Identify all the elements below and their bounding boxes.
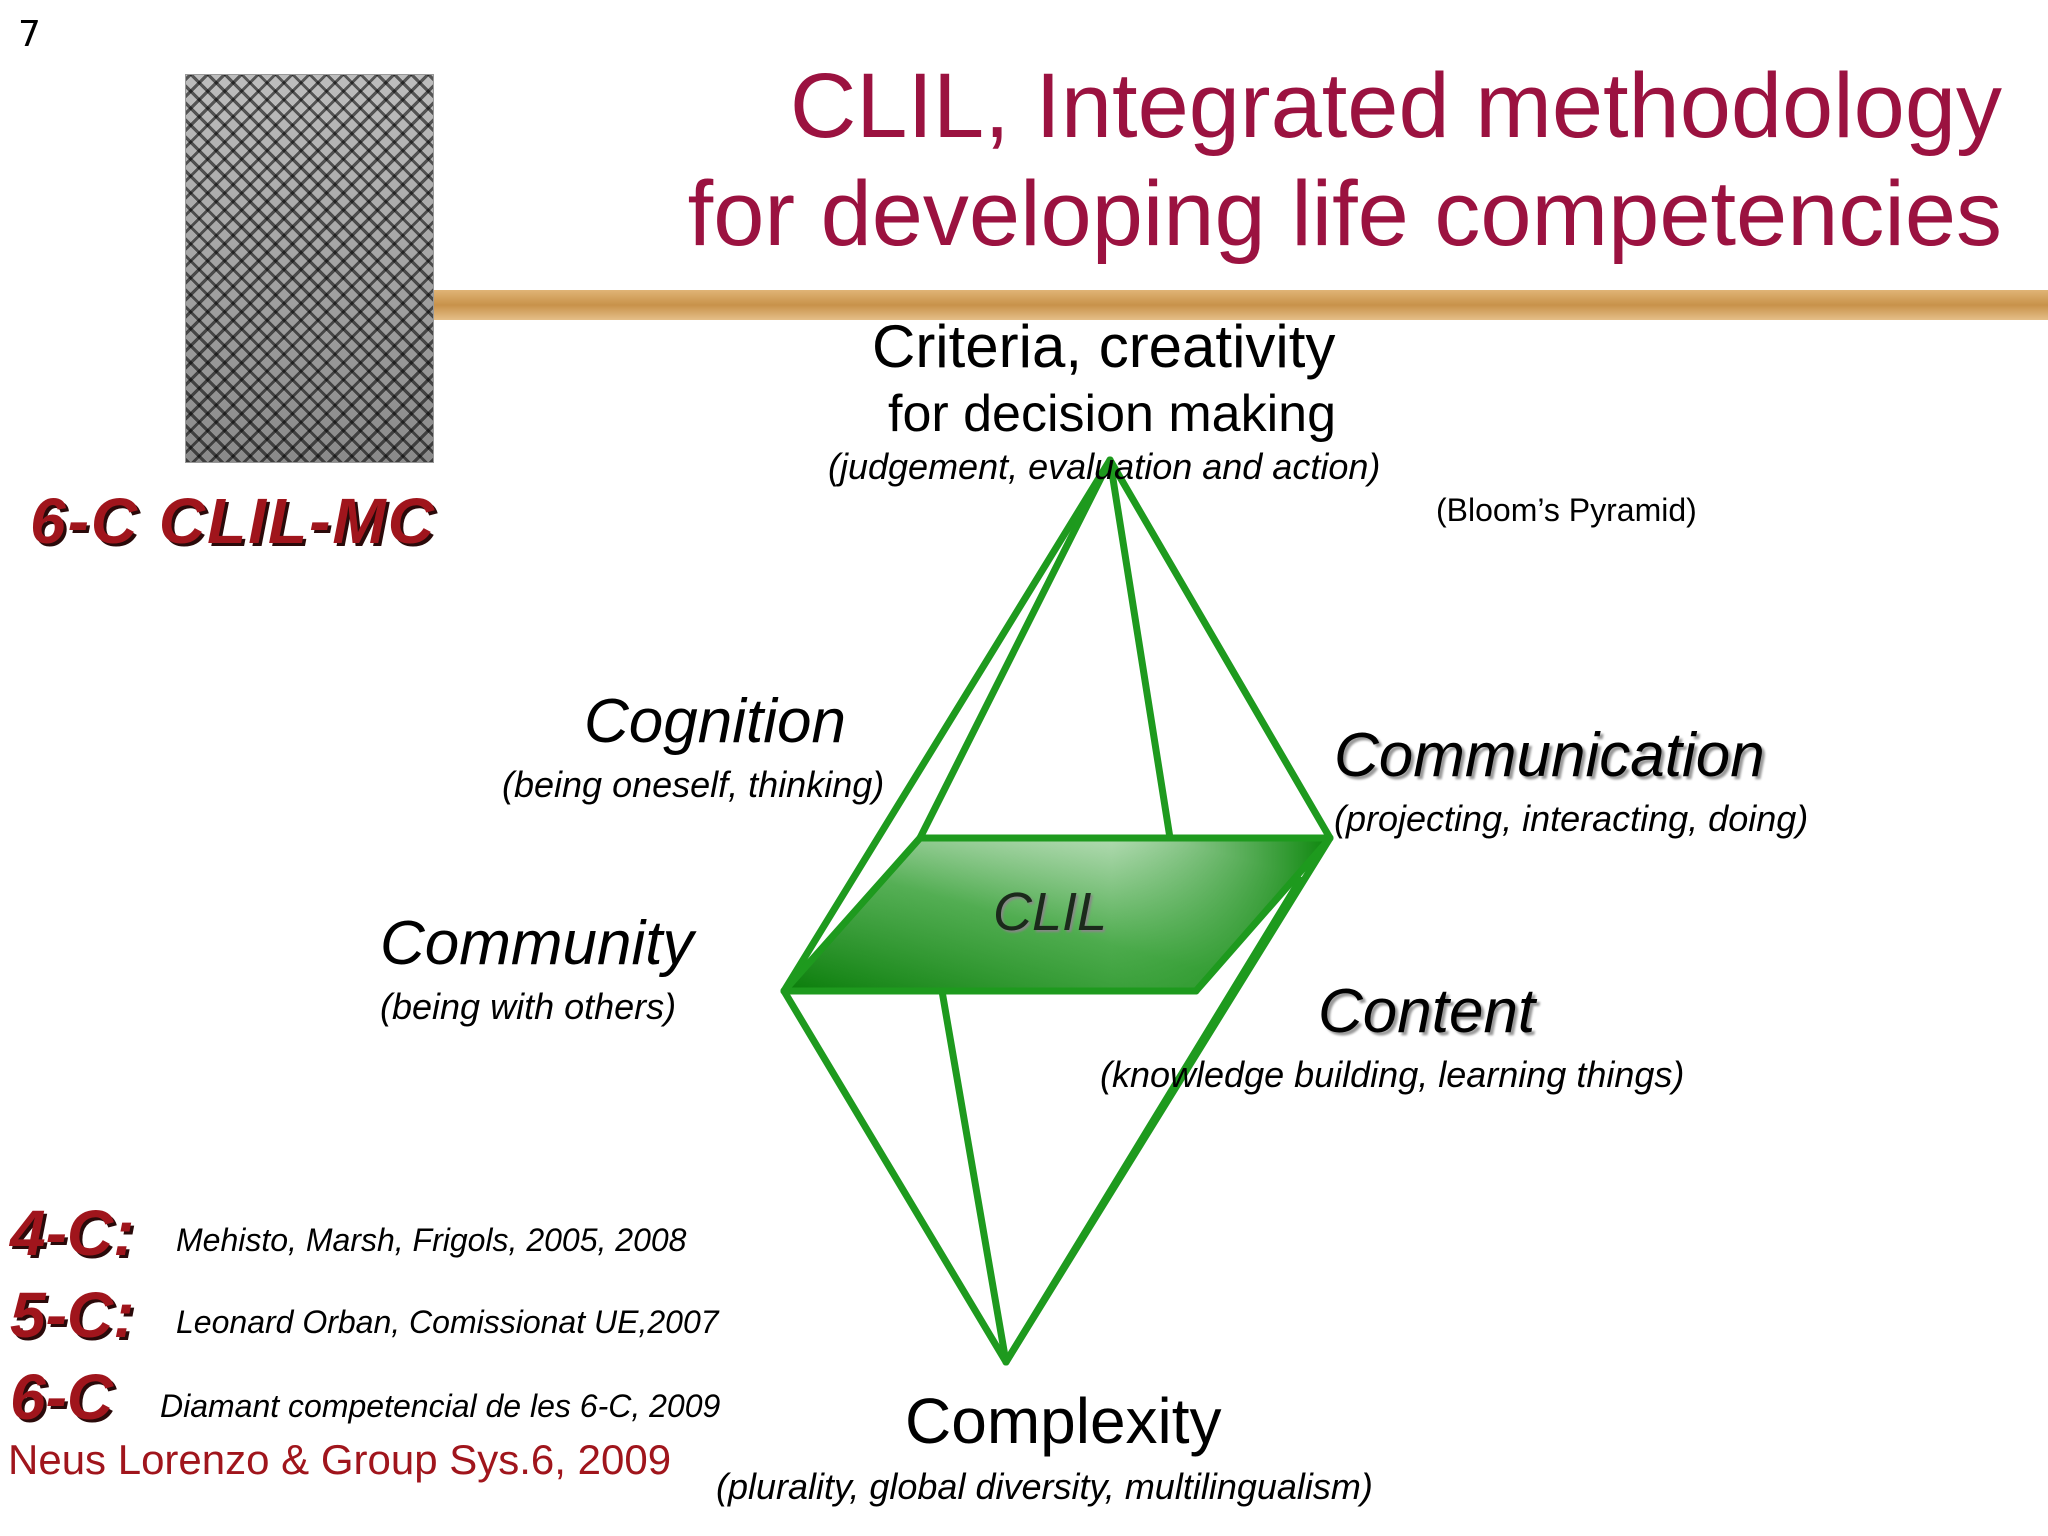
- edge-plane-right-bottom: [1002, 876, 1304, 1366]
- content-detail: (knowledge building, learning things): [1100, 1054, 1685, 1095]
- slide-title: CLIL, Integrated methodology for develop…: [688, 52, 2002, 268]
- edge-community-bottom: [780, 987, 1010, 1366]
- top-label-detail: (judgement, evaluation and action): [828, 446, 1381, 487]
- edge-apex-community: [780, 456, 1114, 995]
- top-label-line2: for decision making: [888, 385, 1336, 443]
- complexity-label: Complexity: [905, 1385, 1222, 1457]
- edge-apex-cognition: [916, 456, 1114, 842]
- decorative-wood-band: [430, 290, 2048, 320]
- author-credit: Neus Lorenzo & Group Sys.6, 2009: [8, 1436, 672, 1483]
- reference-text-5c: Leonard Orban, Comissionat UE,2007: [176, 1304, 719, 1340]
- blooms-pyramid-note: (Bloom’s Pyramid): [1436, 492, 1697, 528]
- clil-center-label: CLIL: [993, 882, 1107, 942]
- reference-text-6c: Diamant competencial de les 6-C, 2009: [160, 1388, 721, 1424]
- reference-tag-4c: 4-C:: [10, 1197, 135, 1269]
- edge-content-bottom: [938, 987, 1010, 1366]
- slide-number: 7: [18, 14, 41, 55]
- edge-apex-communication: [1106, 456, 1334, 842]
- complexity-detail: (plurality, global diversity, multilingu…: [716, 1466, 1373, 1507]
- child-climbing-fence-photo: [185, 74, 434, 463]
- top-label-line1: Criteria, creativity: [872, 313, 1336, 380]
- content-label: Content: [1318, 977, 1536, 1046]
- community-label: Community: [380, 909, 694, 978]
- clil-plane-shade: [784, 838, 1330, 991]
- title-line-1: CLIL, Integrated methodology: [789, 55, 2002, 157]
- reference-text-4c: Mehisto, Marsh, Frigols, 2005, 2008: [176, 1222, 687, 1258]
- cognition-label: Cognition: [584, 687, 846, 756]
- edge-plane-right: [1192, 834, 1334, 995]
- edge-plane-left: [780, 834, 924, 995]
- community-detail: (being with others): [380, 986, 677, 1027]
- reference-tag-6c: 6-C: [10, 1361, 114, 1433]
- communication-label: Communication: [1334, 721, 1765, 790]
- communication-detail: (projecting, interacting, doing): [1334, 798, 1809, 839]
- title-line-2: for developing life competencies: [687, 163, 2002, 265]
- edge-apex-plane-back: [1106, 456, 1174, 842]
- reference-tag-5c: 5-C:: [10, 1279, 135, 1351]
- cognition-detail: (being oneself, thinking): [502, 764, 885, 805]
- brand-6c-clil-mc: 6-C CLIL-MC: [30, 485, 436, 557]
